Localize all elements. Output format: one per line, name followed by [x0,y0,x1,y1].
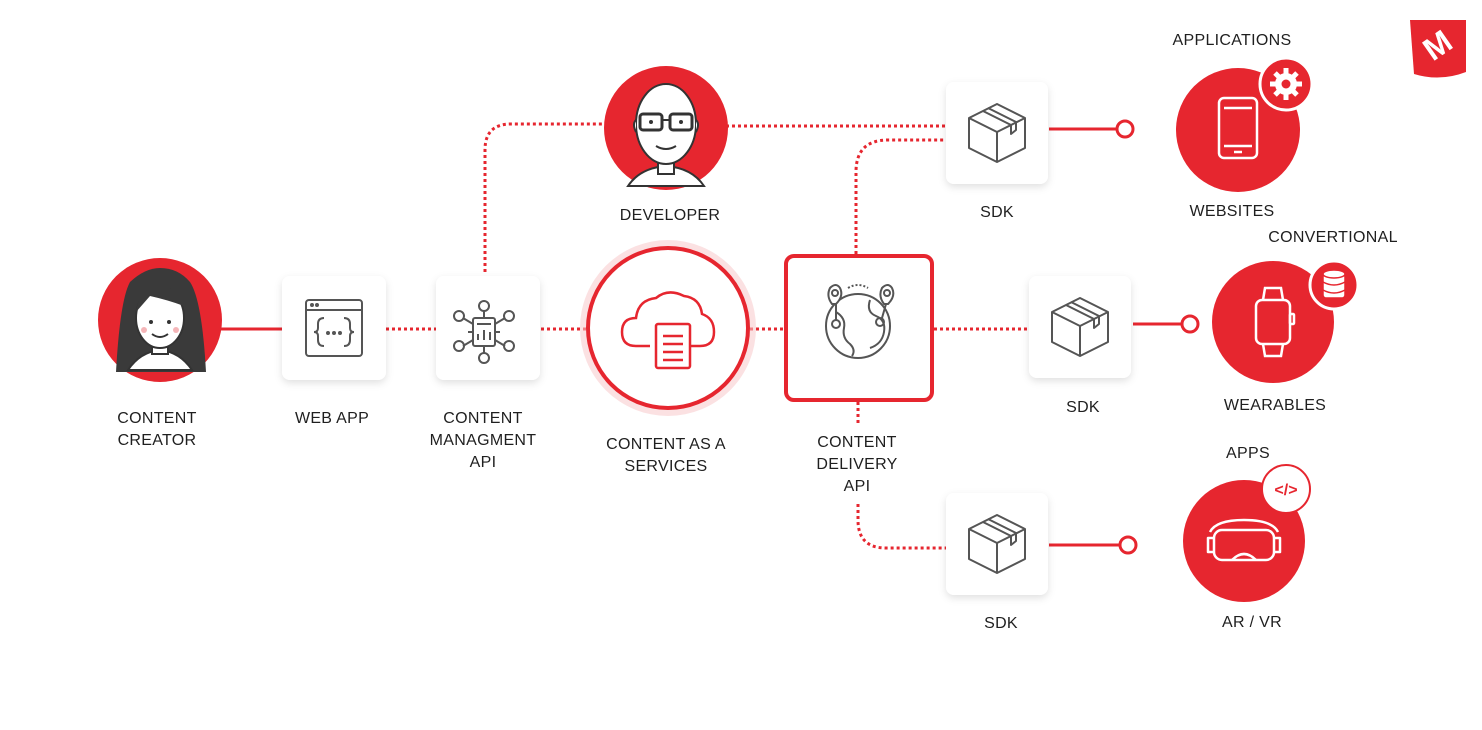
database-icon [1322,269,1346,299]
label-line: WEB APP [294,410,370,427]
label-line: SDK [980,204,1014,221]
box-icon [968,514,1026,574]
globe-pins-icon [825,284,895,359]
phone-icon [1217,96,1259,160]
label-line: API [843,478,871,495]
wearables-endpoint [1180,314,1200,334]
cda-node [784,254,934,402]
label-line: SERVICES [624,458,708,475]
code-tag-icon: </> [1274,482,1297,499]
code-window-icon [305,299,363,357]
label-line: DELIVERY [816,456,898,473]
man-avatar-icon [626,83,706,187]
cma-label: CONTENT MANAGMENT API [430,408,537,474]
sdk-middle-node [1029,276,1131,378]
label-line: SDK [984,615,1018,632]
convertional-label: CONVERTIONAL [1268,227,1398,249]
connectors [220,119,1200,555]
cda-to-sdk-top-dotted [854,138,946,254]
brand-logo-icon: M [1410,20,1466,78]
caas-node [580,240,756,416]
sdk-bottom-label: SDK [984,613,1018,635]
label-line: CONTENT [817,434,897,451]
content-creator-node [98,258,222,382]
label-line: AR / VR [1222,614,1282,631]
label-line: MANAGMENT [429,432,537,449]
label-line: WEARABLES [1223,397,1327,414]
label-line: APPLICATIONS [1172,32,1292,49]
box-icon [1051,297,1109,357]
caas-label: CONTENT AS A SERVICES [606,434,726,478]
label-line: CONTENT [443,410,523,427]
woman-avatar-icon [116,268,206,372]
label-line: API [469,454,497,471]
wearables-node [1212,259,1360,383]
content-creator-label: CONTENT CREATOR [117,408,196,452]
gear-icon [1270,68,1302,100]
sdk-top-node [946,82,1048,184]
label-line: WEBSITES [1189,203,1275,220]
network-hub-icon [453,300,515,364]
ar-vr-label: AR / VR [1222,612,1282,634]
cma-node [436,276,540,380]
label-line: CREATOR [117,432,197,449]
label-line: SDK [1066,399,1100,416]
websites-endpoint [1115,119,1135,139]
cma-to-developer-dotted [483,122,606,272]
sdk-middle-label: SDK [1066,397,1100,419]
websites-label: WEBSITES [1189,201,1274,223]
label-line: CONTENT [117,410,197,427]
apps-label: APPS [1226,443,1270,465]
wearables-label: WEARABLES [1224,395,1326,417]
label-line: DEVELOPER [619,207,721,224]
cda-to-sdk-bottom-dotted-2 [856,504,946,550]
cloud-document-icon [620,291,716,370]
box-icon [968,103,1026,163]
label-line: CONTENT AS A [606,436,726,453]
cda-label: CONTENT DELIVERY API [816,432,897,498]
arvr-endpoint [1118,535,1138,555]
developer-node [604,66,728,190]
sdk-bottom-node [946,493,1048,595]
websites-node [1176,56,1314,192]
applications-label: APPLICATIONS [1173,30,1292,52]
web-app-node [282,276,386,380]
label-line: APPS [1226,445,1270,462]
ar-vr-node: </> [1183,464,1311,602]
vr-headset-icon [1206,518,1282,562]
label-line: CONVERTIONAL [1268,229,1398,246]
web-app-label: WEB APP [295,408,369,430]
sdk-top-label: SDK [980,202,1014,224]
developer-label: DEVELOPER [620,205,721,227]
smartwatch-icon [1254,286,1296,358]
